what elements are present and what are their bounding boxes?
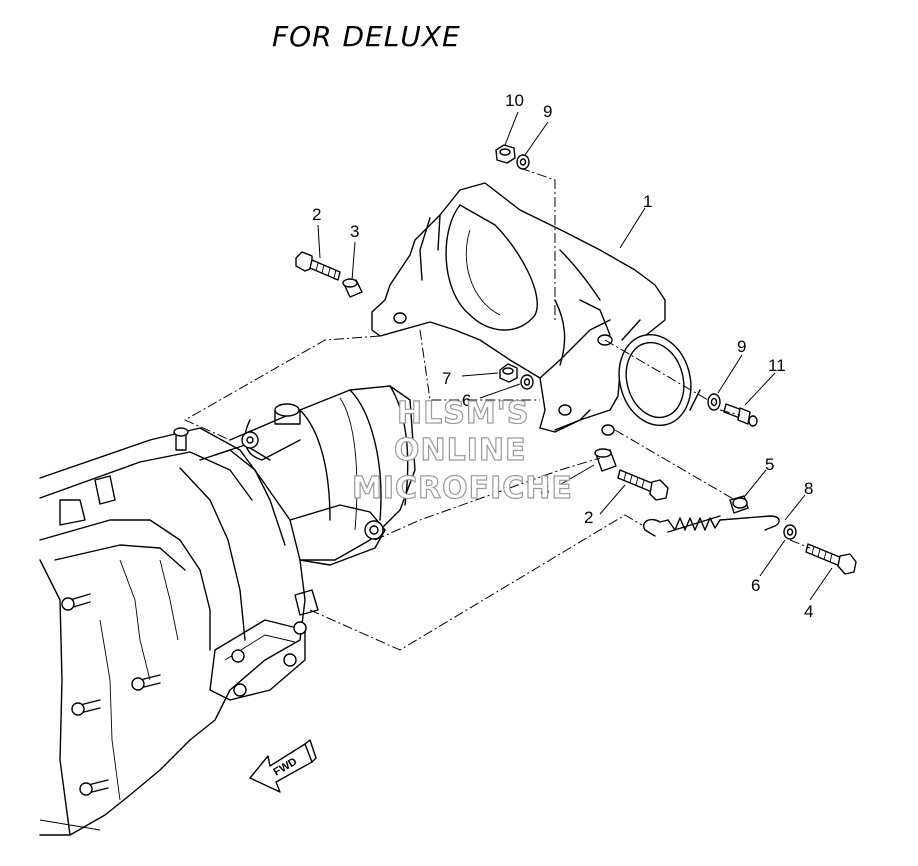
callout-6-lower: 6 xyxy=(751,576,760,595)
part-7-nut xyxy=(499,363,518,383)
part-8-spring xyxy=(643,515,780,537)
part-3-collar-upper xyxy=(342,278,363,298)
callout-3-upper: 3 xyxy=(350,222,359,241)
watermark: HLSM'S ONLINE MICROFICHE xyxy=(351,395,573,506)
part-11-bolt xyxy=(723,403,758,427)
housing-part-1 xyxy=(371,182,701,436)
part-6-washer-lower xyxy=(783,524,797,540)
callout-7: 7 xyxy=(442,369,451,388)
part-2-bolt-lower xyxy=(617,469,669,501)
callout-9-right: 9 xyxy=(737,337,746,356)
part-5-collar xyxy=(729,495,749,514)
callout-4: 4 xyxy=(804,602,813,621)
part-10-nut xyxy=(495,144,516,164)
callout-labels: 10 9 1 2 3 9 11 7 6 5 3 8 2 6 4 xyxy=(312,91,813,621)
watermark-line-3: MICROFICHE xyxy=(352,471,573,506)
assembly-lines xyxy=(183,167,811,651)
callout-10: 10 xyxy=(505,91,524,110)
part-9-washer-right xyxy=(707,393,721,411)
part-2-bolt-upper xyxy=(295,251,341,281)
callout-1: 1 xyxy=(643,192,652,211)
callout-11: 11 xyxy=(768,356,786,375)
part-4-bolt xyxy=(805,543,857,575)
fwd-arrow: FWD xyxy=(249,739,317,793)
callout-9-top: 9 xyxy=(543,102,552,121)
callout-6-upper: 6 xyxy=(462,391,471,410)
watermark-line-1: HLSM'S xyxy=(397,396,529,431)
leader-lines xyxy=(317,111,833,601)
callout-2-upper: 2 xyxy=(312,205,321,224)
callout-5: 5 xyxy=(765,455,774,474)
part-6-washer-upper xyxy=(520,374,534,390)
jet-pump-housing xyxy=(39,385,416,836)
diagram-title: FOR DELUXE xyxy=(272,20,461,53)
callout-8: 8 xyxy=(804,479,813,498)
part-3-collar-lower xyxy=(594,448,617,472)
callout-2-lower: 2 xyxy=(584,508,593,527)
watermark-line-2: ONLINE xyxy=(394,433,527,468)
callout-3-lower: 3 xyxy=(540,480,549,499)
part-9-washer-top xyxy=(516,154,530,170)
